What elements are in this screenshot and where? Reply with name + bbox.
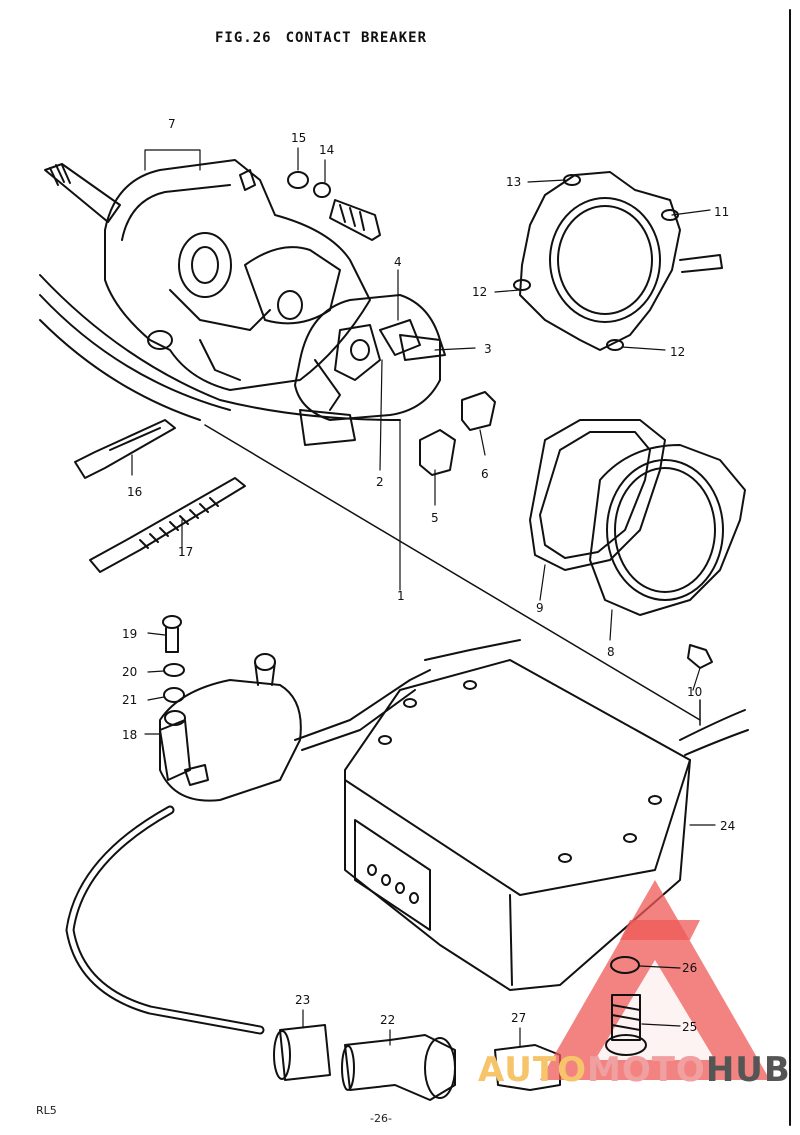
callout-19: 19 <box>122 627 137 641</box>
callout-10: 10 <box>687 685 702 699</box>
watermark-text: AUTOMOTOHUB <box>478 1050 791 1090</box>
igniter-box-24 <box>344 659 749 991</box>
callout-21: 21 <box>122 693 137 707</box>
lead-wire <box>39 274 401 421</box>
callout-16: 16 <box>127 485 142 499</box>
figure-title: FIG.26 CONTACT BREAKER <box>215 30 427 46</box>
wire-to-box-2 <box>301 689 416 751</box>
callout-12a: 12 <box>472 285 487 299</box>
callout-24: 24 <box>720 819 735 833</box>
callout-25: 25 <box>682 1020 697 1034</box>
ht-lead-inner <box>67 807 263 1033</box>
callout-23: 23 <box>295 993 310 1007</box>
page-number: -26- <box>370 1112 392 1125</box>
clip-6 <box>461 391 496 431</box>
callout-3: 3 <box>484 342 492 356</box>
figure-number: FIG.26 <box>215 30 272 46</box>
screw-25 <box>605 994 647 1056</box>
watermark-moto: MOTO <box>586 1050 706 1090</box>
callout-17: 17 <box>178 545 193 559</box>
lock-washer-14 <box>313 182 331 198</box>
plug-cap-22 <box>341 1034 456 1101</box>
washer-20 <box>163 663 185 677</box>
callout-1: 1 <box>397 589 405 603</box>
screw-10 <box>687 644 713 669</box>
bracket-line <box>204 424 701 721</box>
washer-21 <box>163 687 185 703</box>
boot-23 <box>273 1024 331 1081</box>
callout-15: 15 <box>291 131 306 145</box>
callout-22: 22 <box>380 1013 395 1027</box>
watermark-hub: HUB <box>705 1050 791 1090</box>
part-27 <box>494 1044 561 1091</box>
clip-5 <box>419 429 456 476</box>
callout-4: 4 <box>394 255 402 269</box>
callout-7: 7 <box>168 117 176 131</box>
callout-13: 13 <box>506 175 521 189</box>
callout-18: 18 <box>122 728 137 742</box>
lead-wire-3 <box>39 319 201 421</box>
callout-20: 20 <box>122 665 137 679</box>
callout-8: 8 <box>607 645 615 659</box>
callout-11: 11 <box>714 205 729 219</box>
callout-2: 2 <box>376 475 384 489</box>
washer-26 <box>610 956 640 974</box>
callout-26: 26 <box>682 961 697 975</box>
coil-18 <box>159 653 302 802</box>
washer-15 <box>287 171 309 189</box>
model-code: RL5 <box>36 1104 57 1117</box>
watermark-auto: AUTO <box>478 1050 587 1090</box>
gasket-9 <box>529 419 666 571</box>
ht-lead <box>65 805 265 1035</box>
figure-name: CONTACT BREAKER <box>285 30 428 46</box>
callout-labels: 1 2 3 4 5 6 7 8 9 10 11 12 12 13 14 15 1… <box>122 117 735 1034</box>
callout-9: 9 <box>536 601 544 615</box>
callout-6: 6 <box>481 467 489 481</box>
connector-wire <box>424 639 521 661</box>
callout-12b: 12 <box>670 345 685 359</box>
wire-to-box <box>294 669 431 741</box>
breaker-housing <box>44 159 371 391</box>
callout-14: 14 <box>319 143 334 157</box>
point-cover <box>513 171 723 351</box>
cover-8 <box>589 444 746 616</box>
screw-14 <box>329 199 381 241</box>
bolt-19 <box>162 615 182 653</box>
callout-5: 5 <box>431 511 439 525</box>
callout-27: 27 <box>511 1011 526 1025</box>
leader-lines <box>131 147 716 1047</box>
clamp-17 <box>89 477 246 573</box>
breaker-plate <box>294 294 446 446</box>
lead-wire-2 <box>39 294 231 411</box>
clamp-16 <box>74 419 176 479</box>
